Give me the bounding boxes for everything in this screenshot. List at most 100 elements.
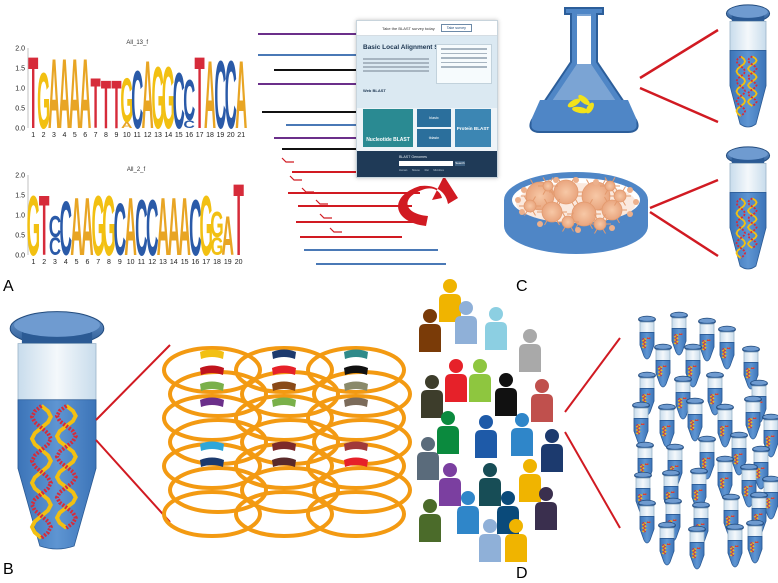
- y-tick-label: 1.5: [15, 66, 25, 73]
- person-icon: [445, 359, 467, 402]
- cell: [605, 181, 615, 191]
- panel-d: [417, 279, 778, 569]
- mini-tube-icon: [659, 404, 676, 447]
- gene-marker: [200, 350, 224, 360]
- x-tick-label: 5: [73, 132, 77, 139]
- web-blast-heading: Web BLAST: [363, 88, 386, 93]
- x-tick-label: 13: [154, 132, 162, 139]
- person-icon: [511, 413, 533, 456]
- sequence-logo-top: All_13_f2.01.51.00.50.0T1G2A3A4A5A6T7T8T…: [15, 37, 247, 150]
- cell: [554, 180, 578, 204]
- gene-marker: [200, 442, 224, 452]
- search-button[interactable]: Search: [455, 161, 465, 166]
- cell: [519, 209, 525, 215]
- genome-links[interactable]: Human Mouse Rat Microbes: [399, 169, 444, 172]
- gene-marker: [200, 398, 224, 408]
- y-tick-label: 0.5: [15, 233, 25, 240]
- cell: [573, 177, 579, 183]
- x-tick-label: 16: [185, 132, 193, 139]
- blast-hero: Basic Local Alignment Search Tool Web BL…: [357, 36, 497, 108]
- search-input[interactable]: [399, 161, 453, 166]
- x-tick-label: 7: [94, 132, 98, 139]
- petri-dish-icon: [504, 172, 648, 254]
- blast-news-box: [436, 44, 492, 84]
- cell: [524, 200, 536, 212]
- mini-tube-icon: [687, 398, 704, 441]
- mini-tube-icon: [639, 316, 656, 359]
- search-label: BLAST Genomes: [399, 155, 427, 159]
- cell: [542, 202, 562, 222]
- gene-marker: [272, 442, 296, 452]
- tblastn-tile[interactable]: tblastn: [417, 129, 451, 147]
- logo-letter: C: [183, 118, 195, 130]
- cell: [543, 181, 553, 191]
- connector-line: [650, 180, 718, 208]
- x-tick-label: 20: [227, 132, 235, 139]
- plasmid-ring: [314, 468, 410, 512]
- person-icon: [421, 375, 443, 418]
- mini-tube-icon: [639, 500, 656, 543]
- connector-line: [640, 88, 718, 122]
- y-tick-label: 2.0: [15, 173, 25, 180]
- sequence-logo-bottom: All_2_f2.01.51.00.50.0G1T2CC3C4A5A6G7G8C…: [15, 163, 244, 277]
- cell: [609, 225, 615, 231]
- x-tick-label: 17: [196, 132, 204, 139]
- x-tick-label: 16: [192, 259, 200, 266]
- gene-marker: [200, 382, 224, 392]
- cell: [562, 216, 574, 228]
- x-tick-label: 7: [96, 259, 100, 266]
- x-tick-label: 15: [181, 259, 189, 266]
- y-tick-label: 1.5: [15, 193, 25, 200]
- large-sample-tube-icon: [10, 312, 104, 549]
- curved-arrow-icon: [398, 176, 458, 226]
- y-tick-label: 0.0: [15, 253, 25, 260]
- cell: [602, 200, 622, 220]
- connector-line: [565, 432, 620, 528]
- x-tick-label: 12: [144, 132, 152, 139]
- person-icon: [419, 309, 441, 352]
- mini-tube-icon: [655, 344, 672, 387]
- blastx-tile[interactable]: blastx: [417, 109, 451, 127]
- mini-tube-icon: [633, 402, 650, 445]
- person-icon: [417, 437, 439, 480]
- person-icon: [541, 429, 563, 472]
- connector-line: [96, 440, 170, 522]
- x-tick-label: 13: [159, 259, 167, 266]
- cell: [593, 179, 599, 185]
- cell: [521, 187, 527, 193]
- take-survey-button[interactable]: Take survey: [441, 24, 472, 32]
- mini-tube-icon: [699, 318, 716, 361]
- survey-banner: Take the BLAST survey today Take survey: [357, 21, 497, 36]
- mini-tube-icon: [717, 404, 734, 447]
- gene-marker: [344, 382, 368, 392]
- x-tick-label: 6: [83, 132, 87, 139]
- panel-label-b: B: [3, 561, 14, 578]
- cell: [627, 211, 633, 217]
- y-tick-label: 1.0: [15, 213, 25, 220]
- x-tick-label: 12: [148, 259, 156, 266]
- y-tick-label: 1.0: [15, 86, 25, 93]
- person-icon: [439, 279, 461, 322]
- cell: [614, 190, 626, 202]
- gene-marker: [344, 398, 368, 408]
- y-tick-label: 0.0: [15, 126, 25, 133]
- gene-marker: [272, 398, 296, 408]
- connector-line: [565, 338, 620, 412]
- x-tick-label: 21: [237, 132, 245, 139]
- mini-tube-icon: [659, 522, 676, 565]
- gene-marker: [272, 350, 296, 360]
- person-icon: [519, 329, 541, 372]
- survey-banner-text: Take the BLAST survey today: [382, 26, 435, 31]
- people-crowd: [417, 279, 563, 562]
- cell: [594, 218, 606, 230]
- sample-tube-array: [633, 312, 778, 569]
- person-icon: [439, 463, 461, 506]
- plasmid-ring: [308, 444, 404, 488]
- protein-blast-tile[interactable]: Protein BLAST: [455, 109, 491, 147]
- x-tick-label: 2: [42, 259, 46, 266]
- x-tick-label: 20: [235, 259, 243, 266]
- x-tick-label: 4: [62, 132, 66, 139]
- nucleotide-blast-tile[interactable]: Nucleotide BLAST: [363, 109, 413, 147]
